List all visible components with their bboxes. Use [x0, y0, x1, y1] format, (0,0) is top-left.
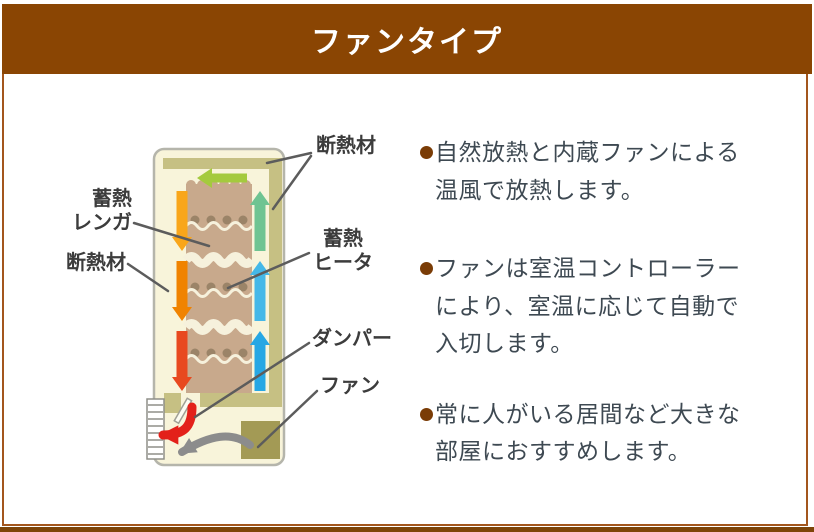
outlet-grille: [146, 398, 165, 460]
label-damper: ダンパー: [312, 328, 392, 350]
red-exit-arrow-icon: [158, 402, 197, 445]
bullet-text: 自然放熱と内蔵ファンによる 温風で放熱します。: [435, 139, 740, 203]
feature-bullet-list: 自然放熱と内蔵ファンによる 温風で放熱します。 ファンは室温コントローラー によ…: [420, 134, 804, 471]
bullet-text: ファンは室温コントローラー により、室温に応じて自動で 入切します。: [435, 255, 741, 356]
insulation-bottom-band: [200, 393, 282, 407]
section-header: ファンタイプ: [2, 4, 812, 74]
list-item: ファンは室温コントローラー により、室温に応じて自動で 入切します。: [420, 250, 804, 363]
red-down-arrow-icon: [172, 331, 192, 391]
list-item: 自然放熱と内蔵ファンによる 温風で放熱します。: [420, 134, 804, 209]
label-storage-heater: 蓄熱 ヒータ: [313, 228, 373, 274]
green-up-arrow-icon: [250, 191, 270, 251]
orange-down-arrow-icon: [172, 261, 192, 321]
heater-diagram-graphic: [126, 147, 319, 467]
brick-wave-lines: [182, 221, 256, 364]
bullet-dot-icon: [420, 146, 433, 159]
blue-up-arrow-icon: [250, 331, 270, 391]
list-item: 常に人がいる居間など大きな 部屋におすすめします。: [420, 396, 804, 471]
insulation-frame: [163, 158, 282, 407]
label-insulation-top: 断熱材: [316, 135, 376, 157]
bullet-dot-icon: [420, 262, 433, 275]
next-section-bar: [0, 527, 814, 532]
gray-fan-arrow-icon: [178, 432, 254, 456]
green-left-arrow-icon: [197, 168, 247, 188]
section-panel: ファンタイプ: [2, 4, 812, 526]
label-insulation-left: 断熱材: [66, 252, 126, 274]
page-title: ファンタイプ: [311, 26, 503, 59]
heater-diagram: 断熱材 蓄熱 レンガ 断熱材 蓄熱 ヒータ ダンパー ファン: [64, 101, 404, 501]
bullet-dot-icon: [420, 407, 433, 421]
label-pointer-lines: [126, 151, 319, 449]
bullet-text: 常に人がいる居間など大きな 部屋におすすめします。: [435, 400, 741, 465]
label-storage-brick: 蓄熱 レンガ: [72, 188, 132, 234]
insulation-bottom-left: [164, 393, 181, 413]
label-fan: ファン: [320, 375, 380, 397]
damper-flap: [173, 397, 193, 425]
